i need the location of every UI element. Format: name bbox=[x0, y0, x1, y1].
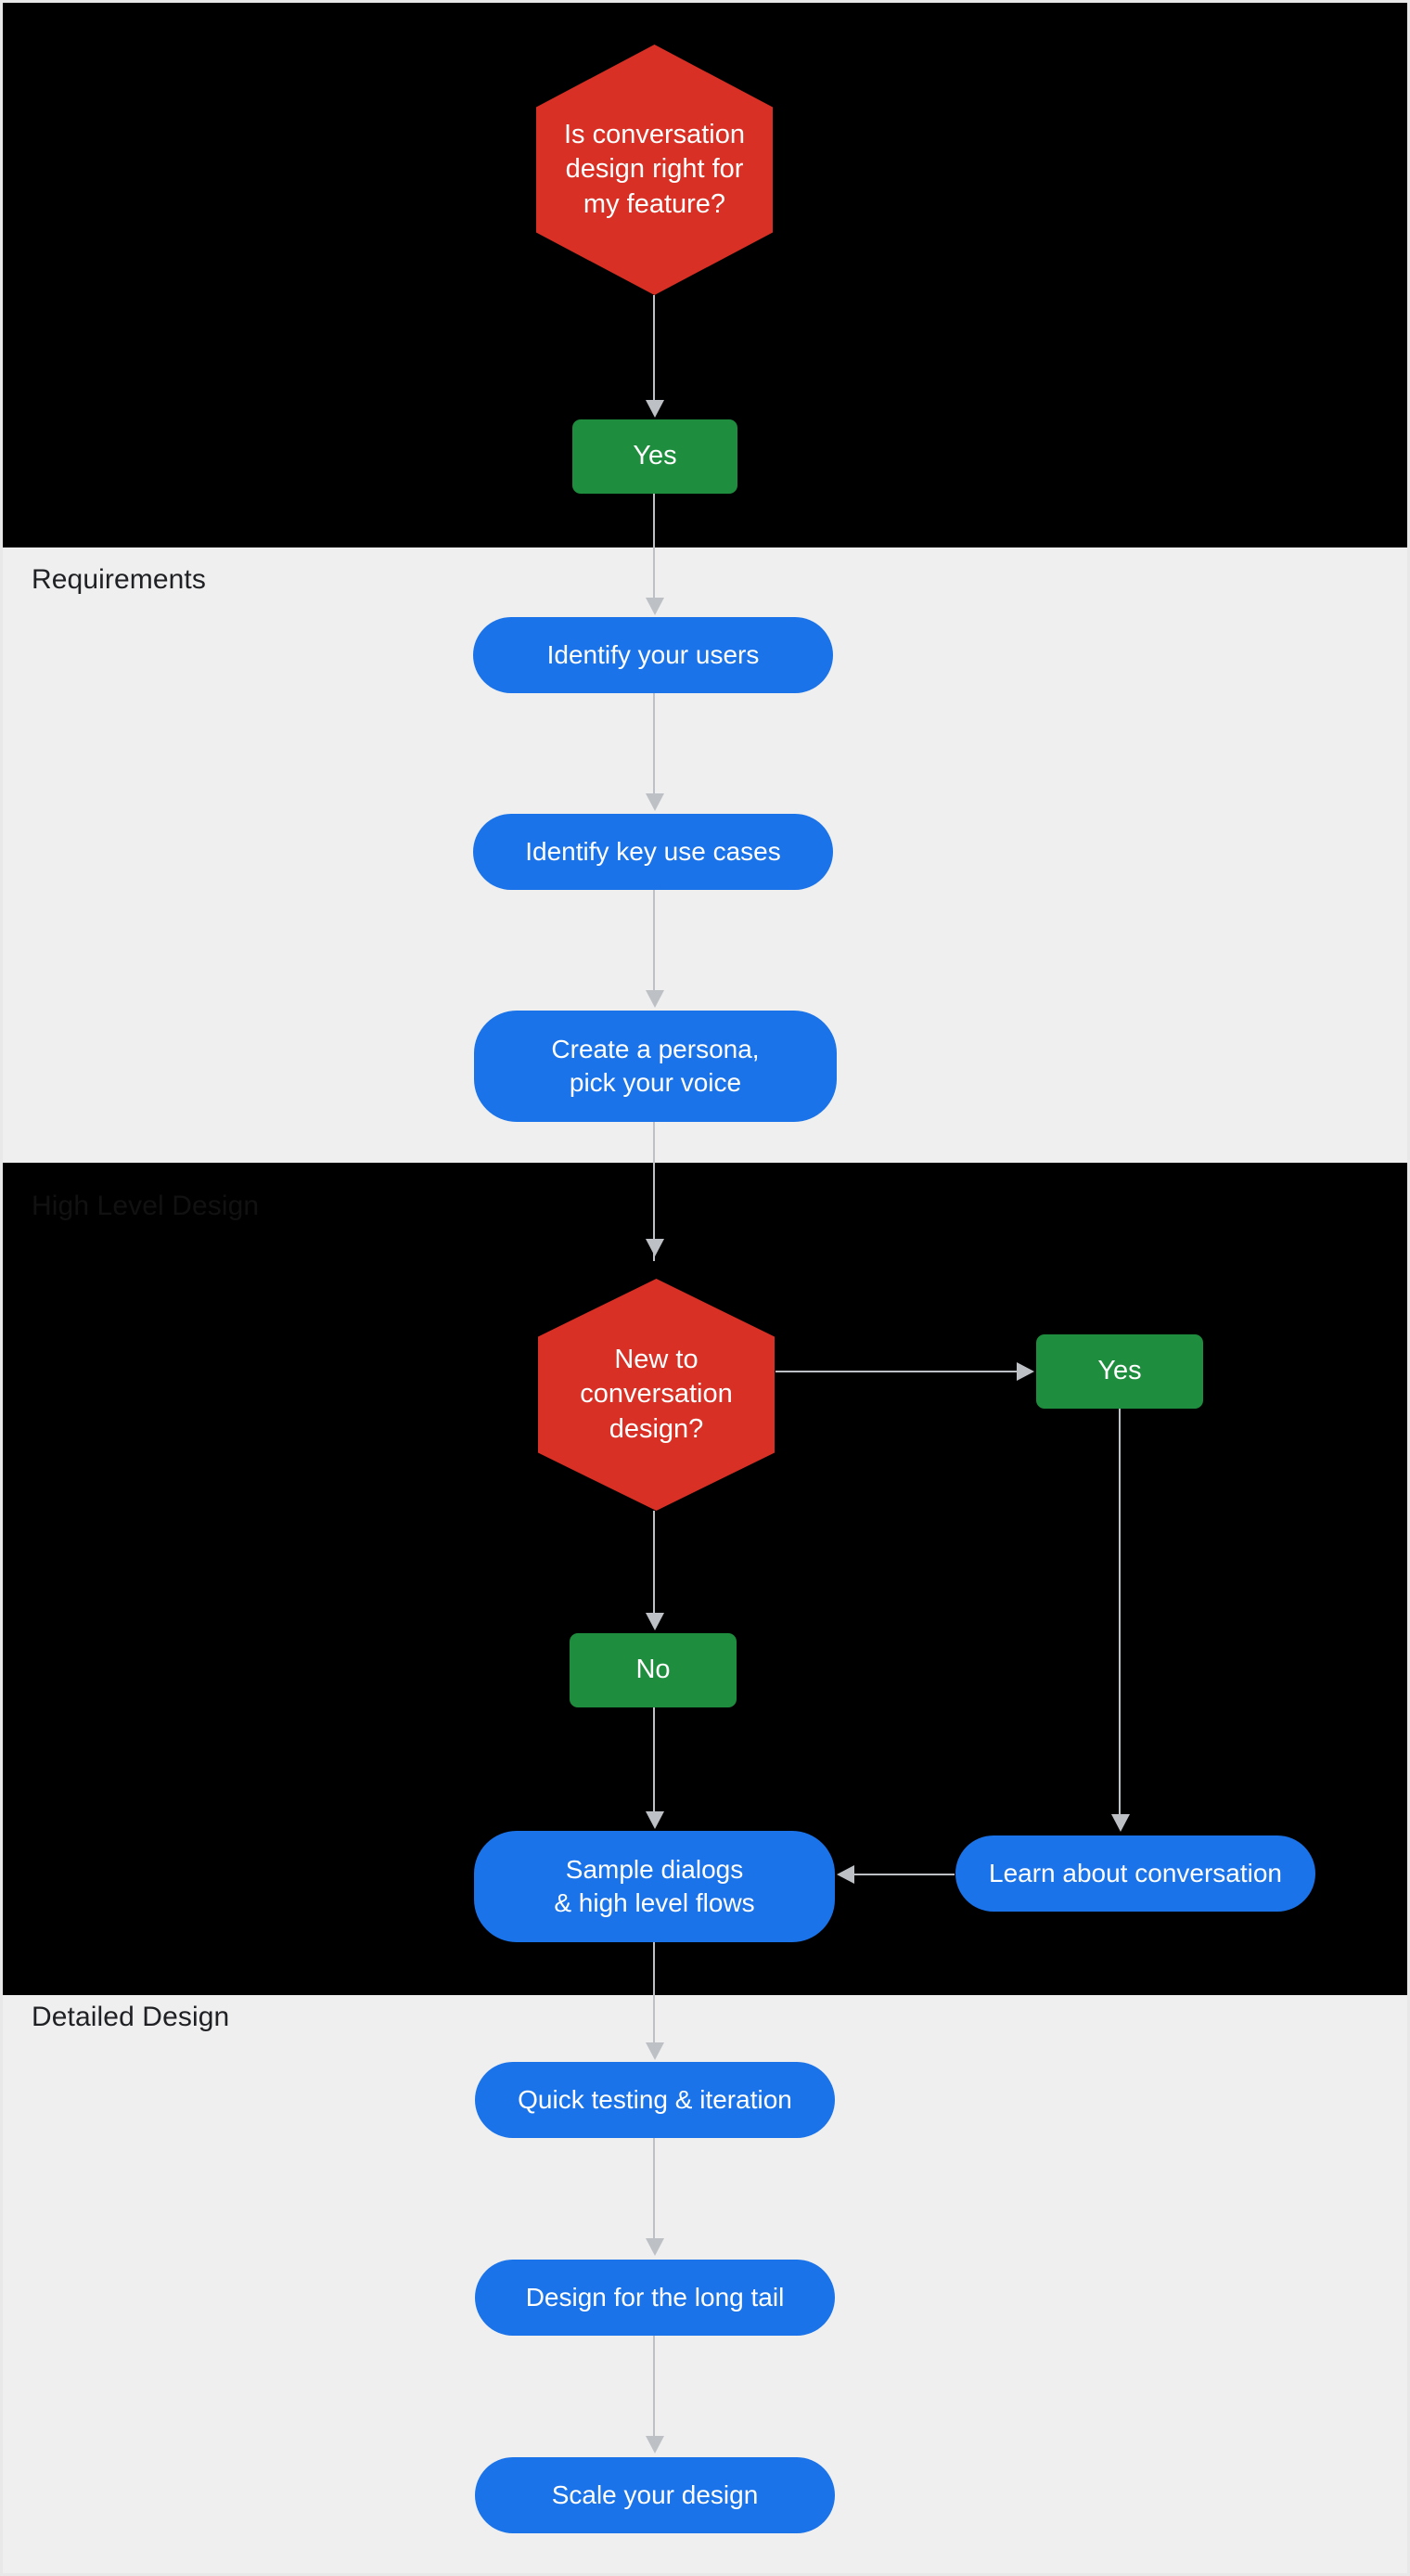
step-node-3-label: Create a persona, pick your voice bbox=[551, 1035, 760, 1097]
arrowhead-step4-to-step6 bbox=[646, 2042, 664, 2060]
arrowhead-step1-to-step2 bbox=[646, 793, 664, 811]
connector-yes2-to-step5 bbox=[1119, 1409, 1121, 1819]
answer-node-no[interactable]: No bbox=[570, 1633, 737, 1707]
connector-decision2-to-no bbox=[653, 1511, 655, 1617]
connector-decision1-to-yes bbox=[653, 295, 655, 405]
section-title-requirements: Requirements bbox=[32, 564, 206, 595]
answer-node-yes-2[interactable]: Yes bbox=[1036, 1334, 1203, 1409]
step-node-create-persona-pick-voice[interactable]: Create a persona, pick your voice bbox=[474, 1011, 837, 1122]
section-title-detailed-design: Detailed Design bbox=[32, 2002, 230, 2032]
connector-step6-to-step7 bbox=[653, 2138, 655, 2243]
arrowhead-step2-to-step3 bbox=[646, 990, 664, 1008]
step-node-identify-key-use-cases[interactable]: Identify key use cases bbox=[473, 814, 833, 890]
decision-node-conversation-design-right[interactable]: Is conversation design right for my feat… bbox=[536, 45, 773, 295]
section-title-high-level-design: High Level Design bbox=[32, 1191, 260, 1221]
connector-step1-to-step2 bbox=[653, 693, 655, 797]
step-node-identify-your-users[interactable]: Identify your users bbox=[473, 617, 833, 693]
connector-no-to-step4 bbox=[653, 1707, 655, 1816]
arrowhead-step6-to-step7 bbox=[646, 2238, 664, 2256]
answer-node-yes-1[interactable]: Yes bbox=[572, 419, 737, 494]
step-node-sample-dialogs-high-level-flows[interactable]: Sample dialogs & high level flows bbox=[474, 1831, 835, 1942]
connector-step2-to-step3 bbox=[653, 890, 655, 994]
step-node-design-for-long-tail[interactable]: Design for the long tail bbox=[475, 2260, 835, 2336]
arrowhead-step7-to-step8 bbox=[646, 2436, 664, 2454]
step-node-learn-about-conversation[interactable]: Learn about conversation bbox=[955, 1835, 1315, 1912]
arrowhead-decision1-to-yes bbox=[646, 400, 664, 418]
arrowhead-yes2-to-step5 bbox=[1111, 1814, 1130, 1832]
arrowhead-no-to-step4 bbox=[646, 1811, 664, 1829]
connector-step3-to-decision2 bbox=[653, 1122, 655, 1261]
arrowhead-decision2-to-yes2 bbox=[1017, 1362, 1034, 1381]
arrowhead-step5-to-step4 bbox=[837, 1865, 854, 1884]
step-node-quick-testing-iteration[interactable]: Quick testing & iteration bbox=[475, 2062, 835, 2138]
connector-step7-to-step8 bbox=[653, 2336, 655, 2441]
step-node-4-label: Sample dialogs & high level flows bbox=[554, 1855, 755, 1917]
arrowhead-yes1-to-step1 bbox=[646, 598, 664, 615]
connector-yes1-to-step1 bbox=[653, 494, 655, 601]
arrowhead-step3-to-decision2 bbox=[646, 1239, 664, 1256]
step-node-scale-your-design[interactable]: Scale your design bbox=[475, 2457, 835, 2533]
arrowhead-decision2-to-no bbox=[646, 1613, 664, 1630]
decision-node-2-label: New to conversation design? bbox=[580, 1345, 733, 1444]
connector-step5-to-step4 bbox=[854, 1874, 955, 1875]
connector-decision2-to-yes2 bbox=[776, 1371, 1019, 1372]
decision-node-1-label: Is conversation design right for my feat… bbox=[563, 120, 746, 219]
connector-step4-to-step6 bbox=[653, 1942, 655, 2047]
